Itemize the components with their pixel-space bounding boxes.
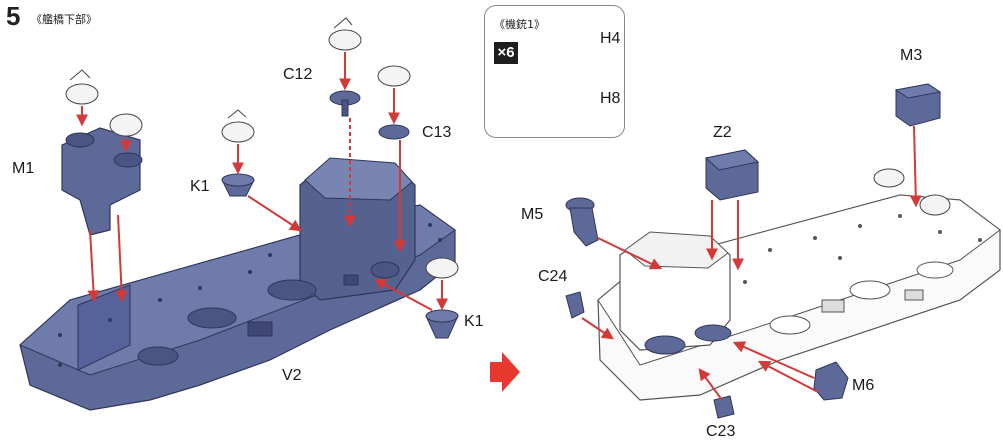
turret-base [137,346,179,366]
part-label-z2: Z2 [713,124,732,141]
part-label-v2: V2 [282,367,302,384]
part-c24 [565,291,585,319]
vent-grille [247,321,273,337]
part-c12-group [328,17,362,117]
turret-base [916,261,954,279]
deck-holes [743,214,982,284]
part-label-c12: C12 [283,66,313,83]
part-label-h4: H4 [600,30,621,47]
part-label-m3: M3 [900,47,923,64]
part-k1-lower-group [425,257,459,339]
assembly-arrows-right [581,125,922,401]
bridge-top [304,157,413,201]
inset-box [484,5,625,138]
part-m6 [813,361,849,401]
inset-title: 《機銃1》 [494,18,545,31]
hull-wall [77,284,131,371]
next-step-arrow [490,352,520,392]
turret-base [694,324,732,342]
left-hull-v2 [19,157,456,411]
part-label-h8: H8 [600,90,621,107]
part-m1 [61,127,143,236]
part-z2 [704,149,760,201]
part-label-k1-lower: K1 [464,313,484,330]
turret-base [769,315,811,335]
white-mount [65,69,143,137]
turret-base [644,335,686,355]
deck-holes [58,223,442,367]
right-hull [597,194,1001,401]
part-label-c23: C23 [706,423,736,440]
white-mounts-right [873,168,951,216]
turret-base [267,279,317,301]
part-k1-upper-group [221,109,255,197]
part-m3 [894,83,942,127]
turret-base [370,261,400,279]
step-title: 《艦橋下部》 [31,13,97,26]
step-number: 5 [6,1,21,31]
vent-grille [821,299,845,313]
turret-base [187,307,237,329]
part-label-c13: C13 [422,124,452,141]
part-c23 [713,395,735,419]
turret-base [849,280,891,300]
assembly-arrows-left [76,52,448,311]
vent-grille [904,289,924,301]
part-label-m5: M5 [521,206,544,223]
vent-grille [343,274,359,286]
quantity-badge: ×6 [494,42,518,64]
part-label-c24: C24 [538,268,568,285]
part-m5 [565,197,599,247]
part-label-k1-upper: K1 [190,178,210,195]
part-label-m1: M1 [12,160,35,177]
part-c13-group [377,65,411,140]
part-label-m6: M6 [852,377,875,394]
